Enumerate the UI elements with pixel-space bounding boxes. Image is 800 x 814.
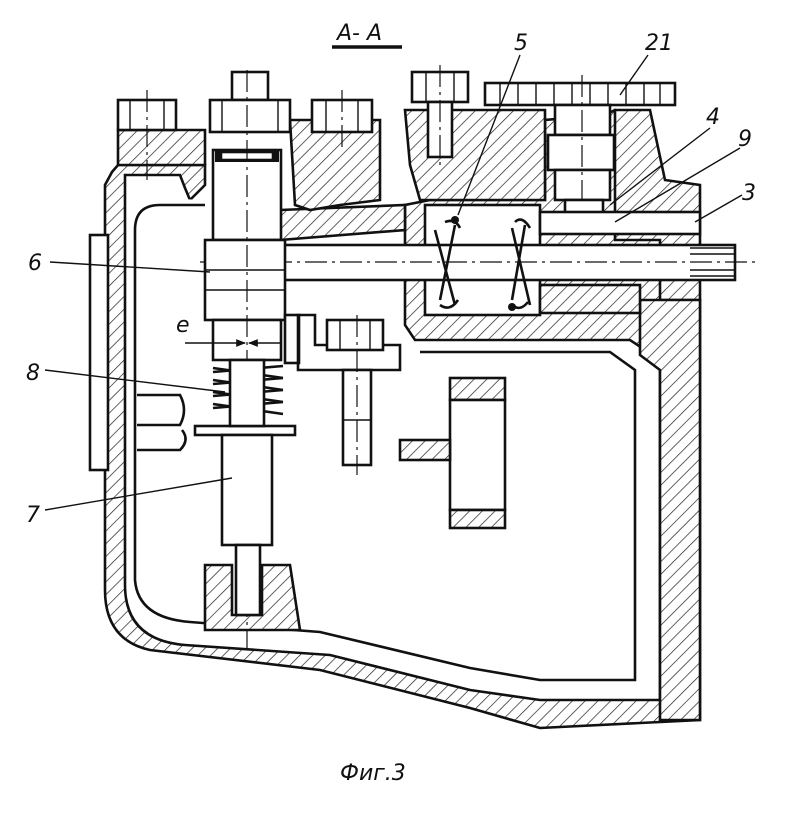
cam-block bbox=[400, 378, 505, 528]
label-part-21: 21 bbox=[645, 31, 673, 56]
figure-caption: Фиг.3 bbox=[340, 761, 406, 786]
label-part-5: 5 bbox=[514, 31, 528, 56]
top-bolt-middle bbox=[210, 72, 290, 132]
label-part-4: 4 bbox=[706, 105, 720, 130]
label-part-6: 6 bbox=[28, 251, 42, 276]
label-part-3: 3 bbox=[742, 181, 756, 206]
label-part-8: 8 bbox=[26, 361, 40, 386]
label-dimension-e: e bbox=[176, 313, 190, 338]
label-part-7: 7 bbox=[26, 503, 40, 528]
housing-section bbox=[105, 110, 700, 728]
lever-bracket bbox=[298, 315, 400, 475]
section-title: А- А bbox=[335, 21, 382, 46]
label-part-9: 9 bbox=[738, 127, 752, 152]
